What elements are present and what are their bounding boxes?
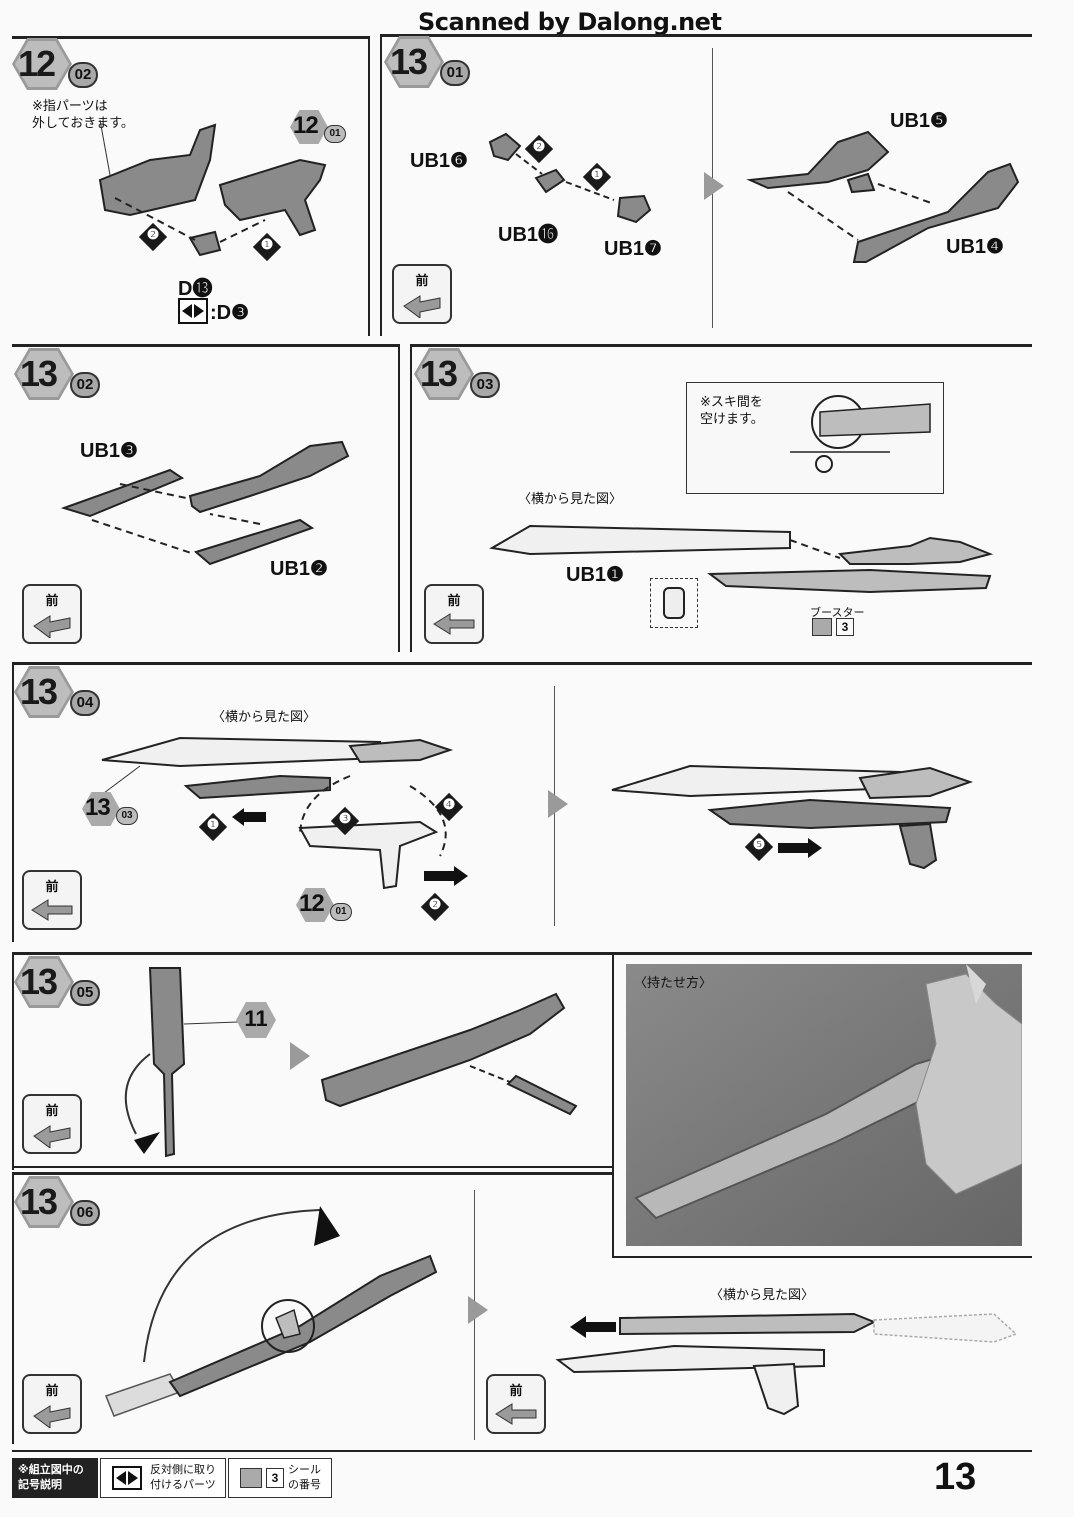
step-marker-2: ❷ bbox=[138, 222, 168, 252]
side-view-caption: 〈横から見た図〉 bbox=[212, 710, 317, 725]
photo-caption: 〈持たせ方〉 bbox=[634, 976, 713, 991]
scan-credit: Scanned by Dalong.net bbox=[418, 8, 722, 36]
panel-13-05 bbox=[12, 952, 1032, 1172]
part-label-ub1-2: UB1❷ bbox=[270, 558, 328, 580]
part-label-d13: D⓭ bbox=[178, 278, 213, 300]
sword-gun-assembly-illustration bbox=[99, 736, 454, 890]
gap-note: ※スキ間を 空けます。 bbox=[700, 395, 764, 427]
next-arrow bbox=[290, 1042, 310, 1070]
arrow-left bbox=[232, 808, 266, 826]
ref-badge-13-03: 13 03 bbox=[82, 792, 140, 826]
front-direction-icon: 前 bbox=[22, 870, 82, 930]
mirror-part-icon bbox=[178, 298, 208, 324]
step-marker-4: ❹ bbox=[434, 792, 464, 822]
step-marker-1: ❶ bbox=[198, 812, 228, 842]
step-marker-3: ❸ bbox=[330, 806, 360, 836]
step-badge-13-03: 13 03 bbox=[414, 348, 506, 400]
small-parts-illustration bbox=[488, 132, 652, 224]
legend-sticker-number: 3 bbox=[266, 1468, 284, 1488]
legend-mirror-text: 反対側に取り 付けるパーツ bbox=[150, 1463, 216, 1491]
mirror-part-icon bbox=[112, 1466, 142, 1490]
step-marker-5: ❺ bbox=[744, 832, 774, 862]
next-arrow bbox=[468, 1296, 488, 1324]
part-label-ub1-1: UB1❶ bbox=[566, 564, 624, 586]
assembled-sword-gun-illustration bbox=[611, 764, 974, 870]
part-label-ub1-16: UB1⓰ bbox=[498, 224, 559, 246]
front-direction-icon: 前 bbox=[22, 584, 82, 644]
weapon-assembly-illustration bbox=[746, 130, 1020, 263]
sticker-icon bbox=[240, 1468, 262, 1488]
step-badge-13-02: 13 02 bbox=[14, 348, 106, 400]
sticker-number: 3 bbox=[836, 618, 854, 636]
step-badge-13-01: 13 01 bbox=[384, 36, 476, 88]
step-marker-1: ❶ bbox=[582, 162, 612, 192]
part-label-ub1-5: UB1❺ bbox=[890, 110, 948, 132]
part-label-ub1-6: UB1❻ bbox=[410, 150, 468, 172]
step-badge-13-05: 13 05 bbox=[14, 956, 106, 1008]
arm-part-illustration bbox=[98, 119, 327, 257]
step-badge-13-06: 13 06 bbox=[14, 1176, 106, 1228]
front-direction-icon: 前 bbox=[22, 1094, 82, 1154]
front-direction-icon: 前 bbox=[392, 264, 452, 324]
step-marker-1: ❶ bbox=[252, 232, 282, 262]
legend-title: ※組立図中の 記号説明 bbox=[18, 1463, 84, 1491]
legend-sticker-text: シール の番号 bbox=[288, 1463, 321, 1491]
side-view-caption: 〈横から見た図〉 bbox=[710, 1288, 815, 1303]
side-view-caption: 〈横から見た図〉 bbox=[518, 492, 623, 507]
rotate-blade-illustration bbox=[105, 1206, 438, 1417]
blade-handle-insert-illustration bbox=[320, 992, 578, 1116]
arrow-right bbox=[424, 866, 468, 886]
ref-badge-11-label: 11 bbox=[244, 1006, 268, 1031]
step-marker-2: ❷ bbox=[524, 134, 554, 164]
panel-12-02 bbox=[12, 36, 368, 336]
step-badge-13-04: 13 04 bbox=[14, 666, 106, 718]
sword-assembly-illustration bbox=[489, 524, 994, 594]
blade-parts-illustration bbox=[60, 440, 350, 566]
mirror-part-label: :D❸ bbox=[210, 302, 250, 324]
next-arrow bbox=[548, 790, 568, 818]
sticker-icon bbox=[812, 618, 832, 636]
handle-illustration bbox=[124, 967, 239, 1158]
booster-detail-box bbox=[650, 578, 698, 628]
folded-sword-gun-illustration bbox=[555, 1312, 1018, 1416]
ref-badge-12-01: 12 01 bbox=[290, 110, 348, 144]
front-direction-icon: 前 bbox=[424, 584, 484, 644]
arrow-right bbox=[778, 838, 822, 858]
next-arrow bbox=[704, 172, 724, 200]
part-label-ub1-7: UB1❼ bbox=[604, 238, 662, 260]
legend-title-box bbox=[12, 1458, 98, 1498]
panel-13-02 bbox=[12, 344, 400, 652]
booster-label: ブースター bbox=[810, 606, 865, 619]
step-badge-12-02: 12 02 bbox=[12, 38, 104, 90]
panel-13-03 bbox=[410, 344, 1032, 652]
gap-detail-illustration bbox=[790, 395, 931, 473]
page-number: 13 bbox=[934, 1456, 977, 1498]
part-label-ub1-3: UB1❸ bbox=[80, 440, 138, 462]
panel-13-04 bbox=[12, 662, 1032, 946]
detail-callout-box bbox=[686, 382, 944, 494]
holding-photo bbox=[626, 964, 1022, 1246]
finger-note: ※指パーツは 外しておきます。 bbox=[32, 99, 134, 131]
front-direction-icon: 前 bbox=[22, 1374, 82, 1434]
ref-badge-12-01: 12 01 bbox=[296, 888, 354, 922]
front-direction-icon: 前 bbox=[486, 1374, 546, 1434]
step-marker-2: ❷ bbox=[420, 892, 450, 922]
part-label-ub1-4: UB1❹ bbox=[946, 236, 1004, 258]
arrow-left bbox=[570, 1316, 616, 1338]
panel-13-06 bbox=[12, 1172, 612, 1176]
panel-13-01 bbox=[380, 34, 1032, 334]
